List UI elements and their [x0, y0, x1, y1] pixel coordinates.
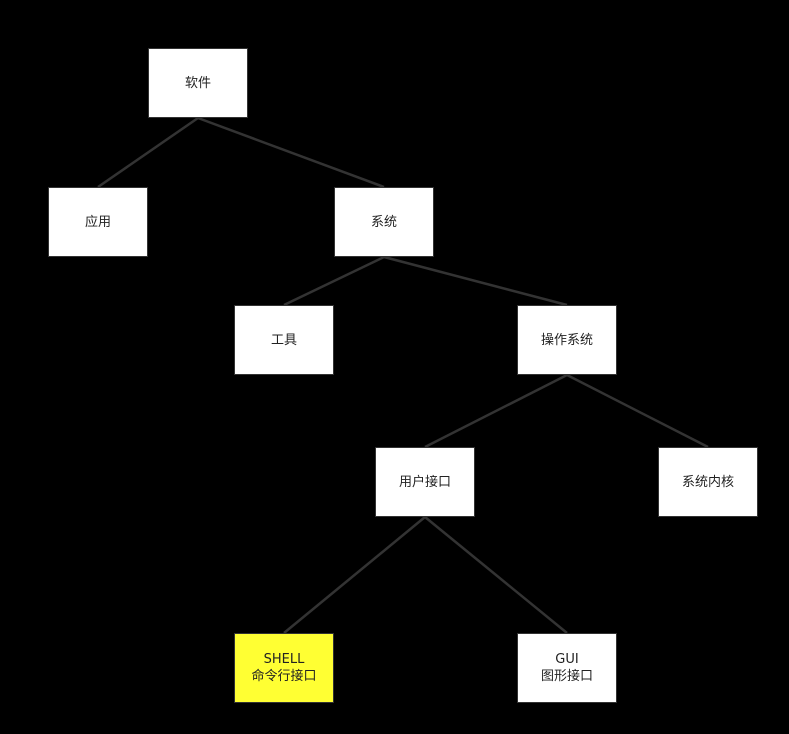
- edge-os-user-interface: [424, 373, 568, 449]
- node-operating-system[interactable]: 操作系统: [517, 305, 617, 375]
- node-label-line2: 图形接口: [540, 669, 593, 684]
- node-software[interactable]: 软件: [148, 48, 248, 118]
- edge-user-interface-shell: [283, 516, 426, 634]
- node-system-kernel[interactable]: 系统内核: [658, 447, 758, 517]
- node-label-line2: 命令行接口: [251, 669, 317, 684]
- node-label: 系统内核: [681, 474, 734, 490]
- node-shell[interactable]: SHELL 命令行接口: [234, 633, 334, 703]
- node-user-interface[interactable]: 用户接口: [375, 447, 475, 517]
- node-label: 应用: [84, 214, 111, 230]
- edge-os-kernel: [566, 373, 709, 449]
- edge-system-tools: [283, 255, 385, 307]
- node-label: 操作系统: [540, 332, 593, 348]
- node-label: 软件: [184, 75, 211, 91]
- edge-user-interface-gui: [424, 516, 568, 634]
- node-gui[interactable]: GUI 图形接口: [517, 633, 617, 703]
- edge-system-os: [383, 255, 568, 307]
- node-application[interactable]: 应用: [48, 187, 148, 257]
- node-label-line1: SHELL: [263, 652, 305, 667]
- node-tools[interactable]: 工具: [234, 305, 334, 375]
- node-system[interactable]: 系统: [334, 187, 434, 257]
- edge-software-application: [97, 116, 199, 189]
- node-label: 用户接口: [398, 474, 451, 490]
- node-label: 工具: [270, 332, 297, 348]
- node-label: 系统: [370, 214, 397, 230]
- edge-software-system: [197, 116, 385, 189]
- node-label-line1: GUI: [555, 652, 579, 667]
